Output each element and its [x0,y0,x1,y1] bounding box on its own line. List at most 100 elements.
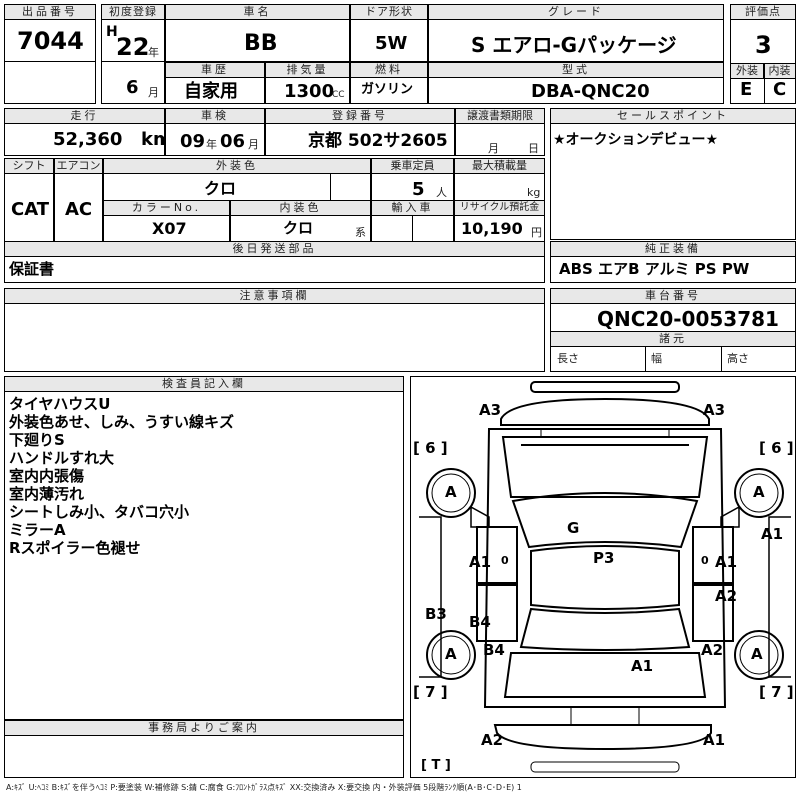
yen-unit: 円 [531,226,542,239]
damage-mark: A3 [479,401,502,419]
shift: CAT [11,199,50,220]
lot-number: 7044 [17,27,84,55]
grade-label: グレード [429,5,723,20]
max-load-label: 最大積載量 [455,159,544,174]
history-label: 車歴 [166,63,264,78]
fuel-label: 燃料 [351,63,427,78]
office-box: 事務局よりご案内 [4,720,404,778]
displacement: 1300 [284,81,335,102]
exterior-color: クロ [204,179,237,198]
width-label: 幅 [651,352,662,365]
note-line: タイヤハウスU [9,395,111,413]
damage-mark: A1 [761,525,784,543]
damage-mark: [ 7 ] [413,683,448,701]
inspector-notes-box: 検査員記入欄 タイヤハウスU 外装色あせ、しみ、うすい線キズ 下廻りS ハンドル… [4,376,404,720]
damage-mark: A3 [703,401,726,419]
inspector-notes-label: 検査員記入欄 [5,377,403,392]
chassis-label: 車台番号 [551,289,795,304]
damage-mark: A2 [701,641,724,659]
divider [731,63,795,64]
note-line: 室内薄汚れ [9,485,85,503]
shift-box: シフト CAT [4,158,54,242]
cc-unit: CC [332,90,345,100]
mileage: 52,360 [53,129,123,150]
exterior-label: 外装 [731,64,764,79]
interior-color-label: 内装色 [231,201,370,216]
displacement-label: 排気量 [266,63,349,78]
car-name: BB [244,31,278,56]
displacement-box: 排気量 1300 CC [265,62,350,104]
era: H [106,24,118,40]
damage-mark: A [445,483,457,501]
damage-mark: A1 [469,553,492,571]
damage-mark: A [445,645,457,663]
later-parts: 保証書 [9,260,55,278]
month-unit: 月 [248,138,259,151]
history-box: 車歴 自家用 [165,62,265,104]
recycle-box: リサイクル預託金 10,190 円 [454,200,545,242]
first-registration-box: 初度登録 H 22 年 6 月 [101,4,165,104]
inspection-year: 09 [180,131,206,152]
office-label: 事務局よりご案内 [5,721,403,736]
damage-mark: A2 [715,587,738,605]
exterior-color-box: 外装色 クロ [103,158,371,202]
caution-label: 注意事項欄 [5,289,544,304]
damage-mark: 0 [701,554,709,567]
car-name-box: 車名 BB [165,4,350,62]
grade-box: グレード S エアロ-Gパッケージ [428,4,724,62]
damage-mark: [ 7 ] [759,683,794,701]
max-load-box: 最大積載量 kg [454,158,545,202]
divider [5,61,95,62]
door-type-box: ドア形状 5W [350,4,428,62]
inspection-box: 車検 09 年 06 月 [165,108,265,156]
damage-mark: A1 [631,657,654,675]
import-box: 輸入車 [371,200,454,242]
transfer-label: 譲渡書類期限 [456,109,544,124]
damage-mark: B4 [469,613,491,631]
persons-unit: 人 [436,186,447,199]
damage-mark: [ T ] [421,758,451,773]
color-number-label: カラーNo. [104,201,229,216]
note-line: 下廻りS [9,431,65,449]
interior-color: クロ [283,219,314,237]
damage-mark: A1 [715,553,738,571]
aircon-label: エアコン [55,159,102,174]
score-label: 評価点 [731,5,795,20]
grade: S エアロ-Gパッケージ [471,33,677,57]
plate: 京都 502サ2605 [308,131,448,151]
month-unit: 月 [148,86,159,99]
divider [330,174,331,201]
damage-diagram-box: A3 A3 [ 6 ] [ 6 ] A A A1 G A1 0 P3 A1 0 … [410,376,796,778]
divider [102,61,164,62]
capacity-box: 乗車定員 5 人 [371,158,454,202]
shift-label: シフト [5,159,53,174]
damage-mark: A1 [703,731,726,749]
later-parts-label: 後日発送部品 [5,242,544,257]
specs-label: 諸元 [551,331,795,347]
model-label: 型式 [429,63,723,78]
length-label: 長さ [557,352,579,365]
type-unit: 系 [355,226,366,239]
chassis-box: 車台番号 QNC20-0053781 諸元 長さ 幅 高さ [550,288,796,372]
damage-mark: G [567,519,580,537]
mileage-label: 走行 [5,109,164,124]
exterior-color-label: 外装色 [104,159,370,174]
damage-legend: A:ｷｽﾞ U:ﾍｺﾐ B:ｷｽﾞを伴うﾍｺﾐ P:要塗装 W:補修跡 S:錆 … [6,783,522,792]
divider [645,346,646,371]
transfer-box: 譲渡書類期限 月 日 [455,108,545,156]
damage-mark: B4 [483,641,505,659]
first-reg-month: 6 [126,77,139,98]
import-label: 輸入車 [372,201,453,216]
damage-mark: A [751,645,763,663]
divider [412,216,413,241]
fuel-box: 燃料 ガソリン [350,62,428,104]
damage-mark: [ 6 ] [413,439,448,457]
car-name-label: 車名 [166,5,349,20]
inspector-notes-list: タイヤハウスU 外装色あせ、しみ、うすい線キズ 下廻りS ハンドルすれ大 室内内… [9,395,234,557]
model-box: 型式 DBA-QNC20 [428,62,724,104]
damage-mark: B3 [425,605,447,623]
score-box: 評価点 3 外装 内装 E C [730,4,796,104]
first-reg-year: 22 [116,33,150,61]
exterior-score: E [740,79,753,100]
lot-number-label: 出品番号 [5,5,95,20]
